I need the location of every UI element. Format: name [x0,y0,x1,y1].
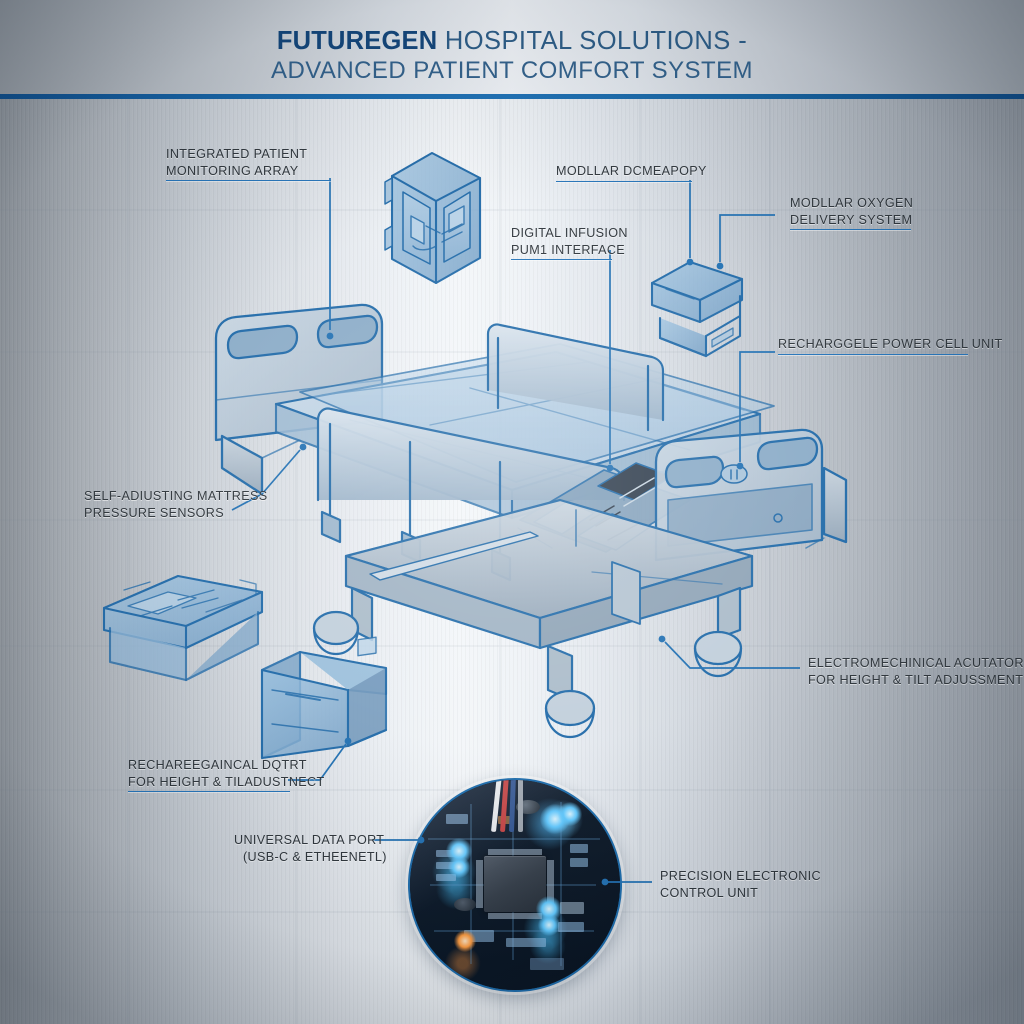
callout-underline [511,259,612,260]
page-title: FUTUREGEN HOSPITAL SOLUTIONS - ADVANCED … [0,27,1024,85]
callout-line: DIGITAL INFUSION [511,226,628,240]
infusion-pump-module [384,151,482,285]
battery-drawer-module [260,636,388,760]
callout-line: RECHARGGELE POWER CELL UNIT [778,337,1003,351]
callout-underline [166,180,331,181]
callout-power-cell: RECHARGGELE POWER CELL UNIT [778,336,1003,355]
header-banner: FUTUREGEN HOSPITAL SOLUTIONS - ADVANCED … [0,0,1024,99]
callout-line: CONTROL UNIT [660,885,759,900]
led-indicator [538,914,560,936]
callout-line: INTEGRATED PATIENT [166,147,308,161]
callout-line: SELF-ADIUSTING MATTRESS [84,489,268,503]
led-indicator [454,930,476,952]
callout-modular-display: MODLLAR DCMEAPOPY [556,163,707,182]
tray-module [102,574,264,682]
callout-data-port: UNIVERSAL DATA PORT (USB-C & ETHEENETL) [234,832,387,865]
bed-footboard [654,428,848,562]
callout-line: MONITORING ARRAY [166,163,299,178]
callout-line: RECHAREEGAINCAL DQTRT [128,758,307,772]
bed-base-frame [312,498,754,739]
pcb-detail-inset [408,778,622,992]
callout-line: FOR HEIGHT & TILADUSTNECT [128,774,325,789]
callout-infusion-pump: DIGITAL INFUSION PUM1 INTERFACE [511,225,628,260]
callout-line: UNIVERSAL DATA PORT [234,833,385,847]
led-indicator [558,802,582,826]
callout-lower-left-module: RECHAREEGAINCAL DQTRT FOR HEIGHT & TILAD… [128,757,325,792]
callout-underline [556,180,692,182]
callout-underline [790,229,911,230]
callout-underline [778,353,968,355]
callout-line: ELECTROMECHINICAL ACUTATOR [808,656,1024,670]
callout-oxygen-delivery: MODLLAR OXYGEN DELIVERY SYSTEM [790,195,914,230]
callout-line: DELIVERY SYSTEM [790,212,913,227]
title-line2: ADVANCED PATIENT COMFORT SYSTEM [270,56,753,84]
callout-underline [128,791,290,792]
callout-control-unit: PRECISION ELECTRONIC CONTROL UNIT [660,868,821,901]
microcontroller-chip [484,856,546,912]
callout-line: FOR HEIGHT & TILT ADJUSSMENT [808,672,1024,687]
callout-line: (USB-C & ETHEENETL) [243,849,387,864]
callout-line: PRECISION ELECTRONIC [660,869,821,883]
callout-line: PRESSURE SENSORS [84,505,224,520]
callout-monitoring-array: INTEGRATED PATIENT MONITORING ARRAY [166,146,331,181]
oxygen-delivery-module [650,260,744,358]
callout-actuator: ELECTROMECHINICAL ACUTATOR FOR HEIGHT & … [808,655,1024,688]
callout-line: MODLLAR OXYGEN [790,196,914,210]
callout-line: MODLLAR DCMEAPOPY [556,164,707,178]
callout-line: PUM1 INTERFACE [511,242,626,257]
led-indicator [448,856,470,878]
bed-side-rail-far [486,323,665,432]
callout-mattress-sensors: SELF-ADIUSTING MATTRESS PRESSURE SENSORS [84,488,268,521]
brand-name: FUTUREGEN [276,27,438,55]
title-line1-rest: HOSPITAL SOLUTIONS - [437,27,748,55]
